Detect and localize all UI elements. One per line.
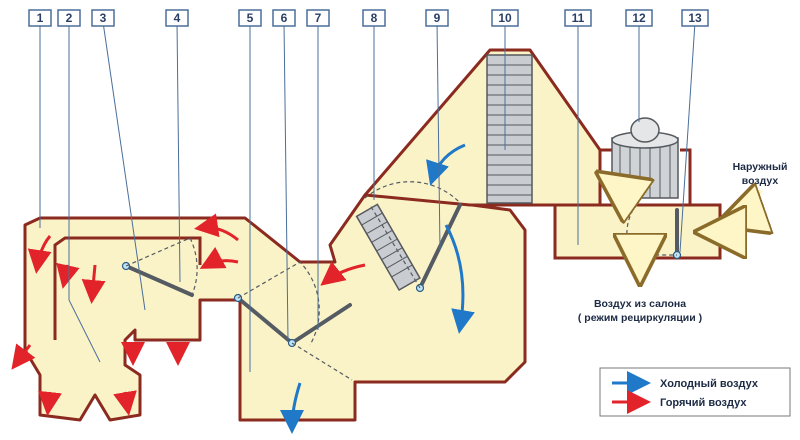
cabin-air-label-line1: Воздух из салона	[594, 298, 686, 310]
callout-9: 9	[425, 9, 449, 27]
callout-leaders	[39, 21, 696, 372]
callout-11: 11	[564, 9, 592, 27]
callout-8: 8	[362, 9, 386, 27]
legend-hot-label: Горячий воздух	[660, 397, 747, 409]
svg-text:1: 1	[37, 11, 44, 25]
callout-10: 10	[491, 9, 519, 27]
cold-air-arrows	[280, 143, 475, 434]
svg-text:2: 2	[66, 11, 73, 25]
callout-5: 5	[238, 9, 262, 27]
callout-4: 4	[165, 9, 189, 27]
legend-cold-label: Холодный воздух	[660, 378, 759, 390]
heater-radiator	[355, 203, 421, 291]
hot-air-arrows	[11, 213, 366, 416]
svg-text:7: 7	[315, 11, 322, 25]
callout-7: 7	[306, 9, 330, 27]
cabin-air-label-line2: ( режим рециркуляции )	[578, 312, 702, 324]
callout-1: 1	[28, 9, 52, 27]
callout-13: 13	[681, 9, 709, 27]
callout-3: 3	[91, 9, 115, 27]
svg-text:8: 8	[371, 11, 378, 25]
outside-air-label-line1: Наружный	[733, 161, 788, 173]
outside-air-label-line2: воздух	[742, 175, 779, 187]
svg-text:9: 9	[434, 11, 441, 25]
svg-text:10: 10	[498, 11, 512, 25]
evaporator-core	[486, 54, 533, 204]
svg-text:5: 5	[247, 11, 254, 25]
callout-2: 2	[57, 9, 81, 27]
external-air-arrows	[605, 178, 760, 275]
svg-text:11: 11	[572, 11, 585, 25]
svg-text:6: 6	[281, 11, 288, 25]
svg-text:4: 4	[174, 11, 181, 25]
svg-text:13: 13	[688, 11, 702, 25]
svg-text:12: 12	[632, 11, 646, 25]
svg-text:3: 3	[100, 11, 107, 25]
legend: Холодный воздух Горячий воздух	[599, 367, 791, 417]
callout-12: 12	[625, 9, 653, 27]
callout-6: 6	[272, 9, 296, 27]
